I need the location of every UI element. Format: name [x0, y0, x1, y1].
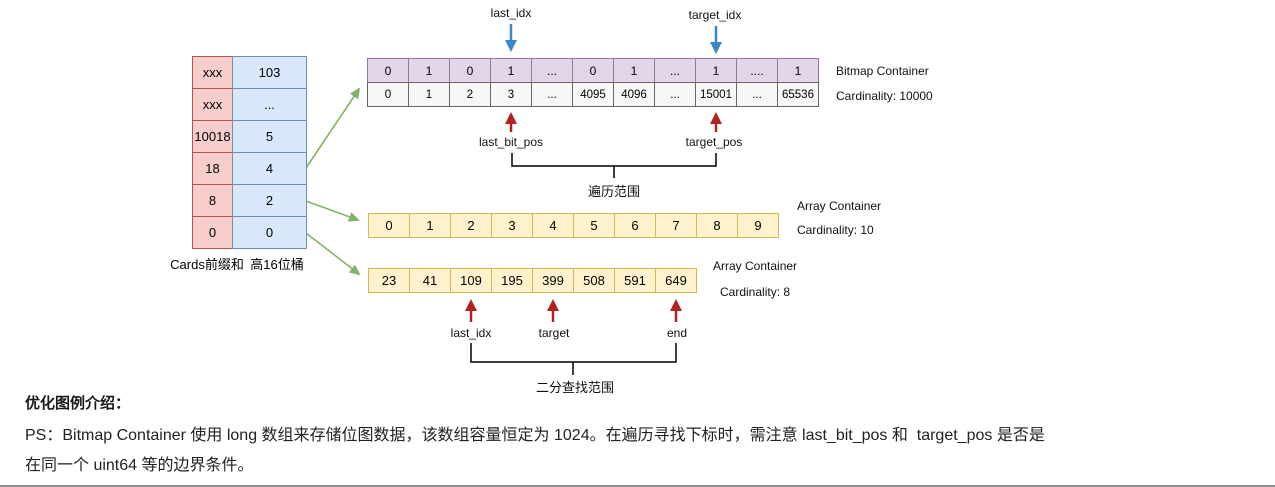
index-cell: 65536 [777, 82, 819, 107]
target-idx-label: target_idx [688, 8, 742, 22]
array-cell: 9 [737, 213, 779, 238]
index-cell: 0 [367, 82, 409, 107]
binary-search-range-bracket [470, 343, 677, 363]
footer-heading: 优化图例介绍： [25, 395, 131, 412]
bit-cell: 1 [408, 58, 450, 83]
array-cell: 23 [368, 268, 410, 293]
cards-prefix-cell: xxx [192, 56, 233, 89]
array-cell: 109 [450, 268, 492, 293]
table-caption-bucket: 高16位桶 [250, 257, 304, 272]
target-pos-label: target_pos [685, 135, 743, 149]
bitmap-container-title: Bitmap Container [836, 64, 929, 78]
bit-cell: 0 [367, 58, 409, 83]
index-cell: 15001 [695, 82, 737, 107]
high16-bucket-cell: 2 [232, 184, 307, 217]
green-arrow-to-array-container-8 [305, 232, 361, 276]
index-cell: 3 [490, 82, 532, 107]
cards-prefix-cell: 18 [192, 152, 233, 185]
array-container-8-title: Array Container [713, 259, 798, 273]
green-arrow-to-bitmap-container [305, 87, 361, 169]
array-cell: 6 [614, 213, 656, 238]
bit-cell: 1 [613, 58, 655, 83]
array-container-10-title: Array Container [797, 199, 882, 213]
bit-cell: ... [654, 58, 696, 83]
table-row: 0 0 [192, 216, 307, 249]
index-cell: ... [531, 82, 573, 107]
table-row: 8 2 [192, 184, 307, 217]
array-cell: 41 [409, 268, 451, 293]
index-cell: ... [654, 82, 696, 107]
bit-cell: 0 [572, 58, 614, 83]
table-row: 10018 5 [192, 120, 307, 153]
array-cell: 5 [573, 213, 615, 238]
bit-cell: 1 [777, 58, 819, 83]
green-arrow-to-array-container-10 [305, 200, 360, 222]
binary-search-range-label: 二分查找范围 [535, 380, 615, 395]
array-cell: 7 [655, 213, 697, 238]
last-bit-pos-label: last_bit_pos [478, 135, 544, 149]
binary-target-label: target [538, 326, 570, 340]
cards-prefix-cell: xxx [192, 88, 233, 121]
bit-cell: ... [531, 58, 573, 83]
array-cell: 195 [491, 268, 533, 293]
array-container-8-cardinality: Cardinality: 8 [720, 285, 791, 299]
traversal-range-bracket [511, 153, 717, 167]
cards-prefix-cell: 0 [192, 216, 233, 249]
high16-bucket-cell: 5 [232, 120, 307, 153]
table-row: 18 4 [192, 152, 307, 185]
index-cell: 2 [449, 82, 491, 107]
high16-bucket-cell: 103 [232, 56, 307, 89]
high16-bucket-cell: 4 [232, 152, 307, 185]
bit-cell: 1 [490, 58, 532, 83]
table-row: xxx ... [192, 88, 307, 121]
array-cell: 649 [655, 268, 697, 293]
array-cell: 4 [532, 213, 574, 238]
array-cell: 399 [532, 268, 574, 293]
high16-bucket-cell: ... [232, 88, 307, 121]
array-cell: 2 [450, 213, 492, 238]
array-cell: 0 [368, 213, 410, 238]
index-cell: 1 [408, 82, 450, 107]
array-cell: 1 [409, 213, 451, 238]
array-cell: 3 [491, 213, 533, 238]
high16-bucket-cell: 0 [232, 216, 307, 249]
binary-end-label: end [666, 326, 688, 340]
footer-ps-line2: 在同一个 uint64 等的边界条件。 [25, 457, 254, 474]
cards-prefix-cell: 10018 [192, 120, 233, 153]
bottom-divider [0, 485, 1275, 487]
binary-last-idx-label: last_idx [450, 326, 492, 340]
index-cell: 4095 [572, 82, 614, 107]
array-cell: 508 [573, 268, 615, 293]
bit-cell: 1 [695, 58, 737, 83]
array-cell: 8 [696, 213, 738, 238]
table-row: xxx 103 [192, 56, 307, 89]
bit-cell: .... [736, 58, 778, 83]
bit-cell: 0 [449, 58, 491, 83]
prefix-table: xxx 103 xxx ... 10018 5 18 4 8 2 0 0 [192, 56, 307, 249]
traversal-range-label: 遍历范围 [587, 184, 641, 199]
bitmap-container-cardinality: Cardinality: 10000 [836, 89, 933, 103]
index-cell: ... [736, 82, 778, 107]
array-cell: 591 [614, 268, 656, 293]
index-cell: 4096 [613, 82, 655, 107]
last-idx-label: last_idx [490, 6, 532, 20]
table-caption-prefix: Cards前缀和 [170, 257, 244, 272]
footer-ps-line1: PS：Bitmap Container 使用 long 数组来存储位图数据，该数… [25, 427, 1045, 444]
cards-prefix-cell: 8 [192, 184, 233, 217]
array-container-10-cardinality: Cardinality: 10 [797, 223, 874, 237]
